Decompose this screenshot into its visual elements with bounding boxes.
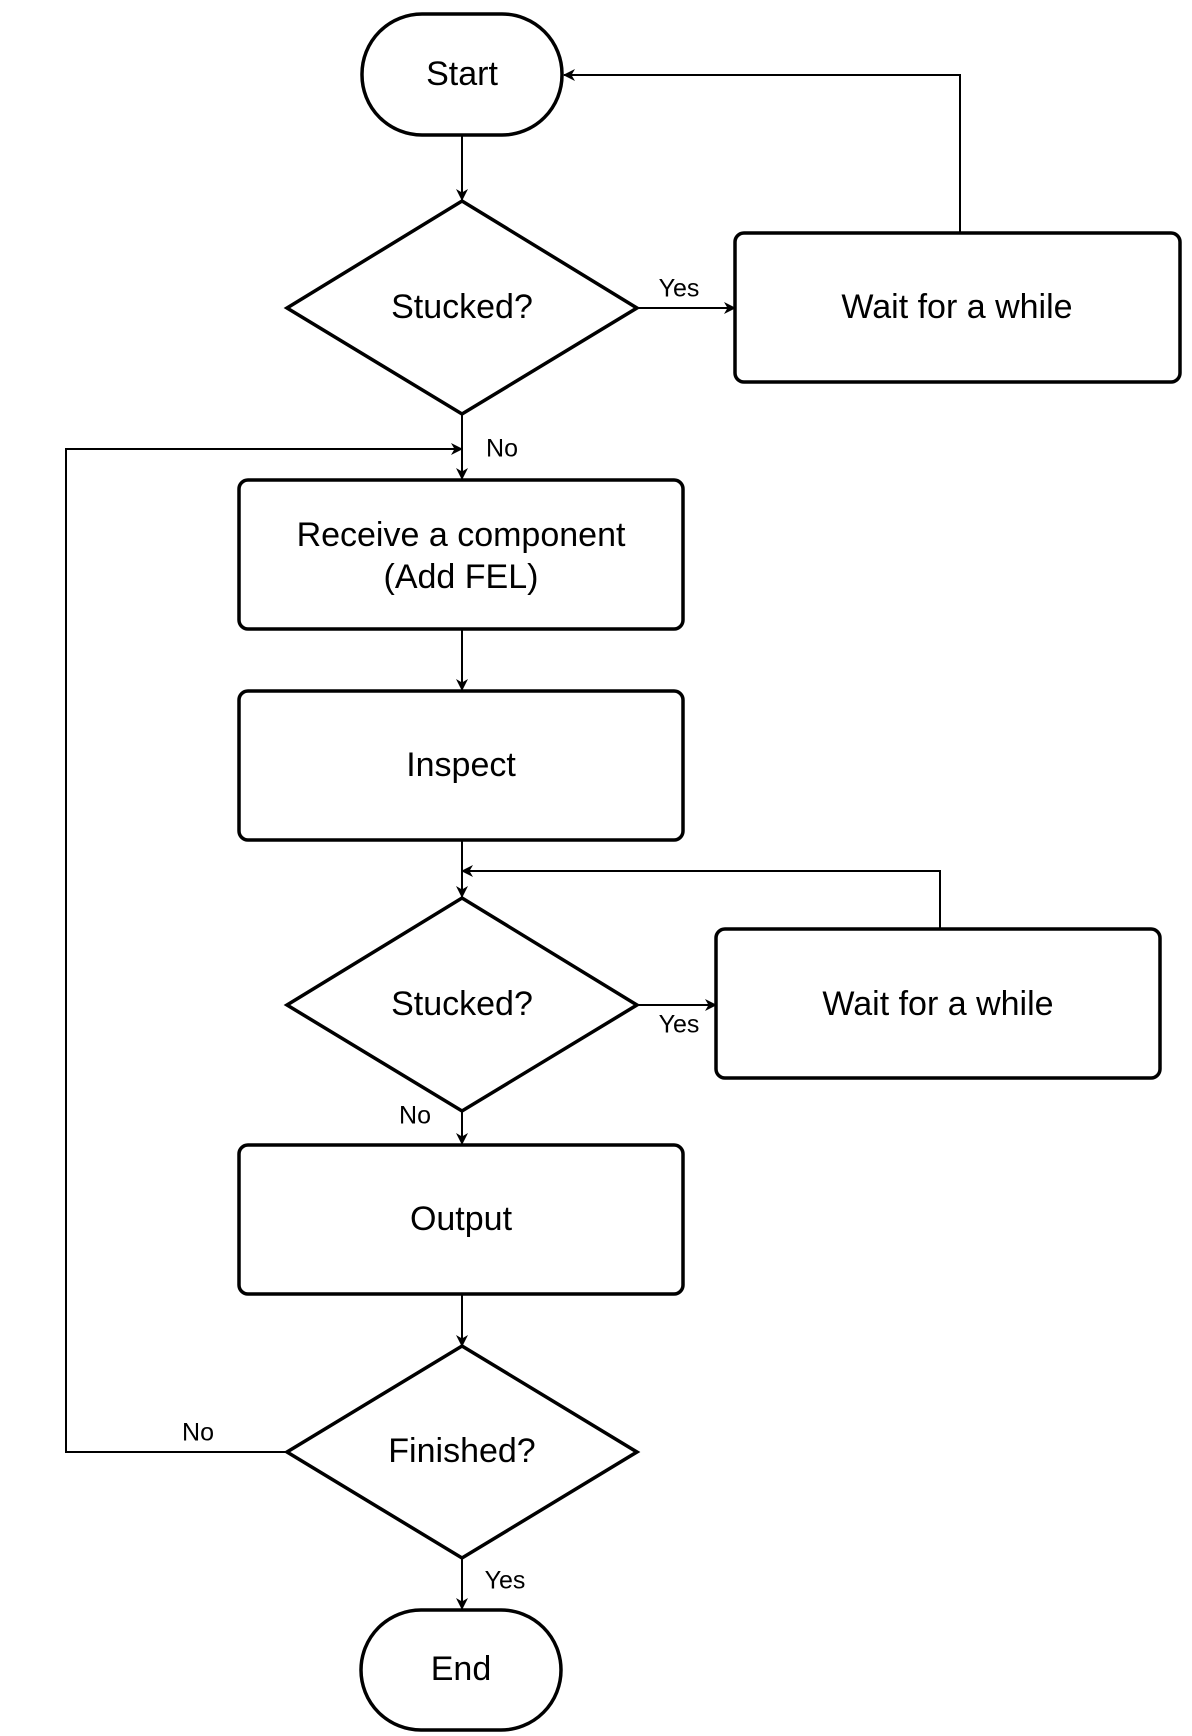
stuck-decision-2 [283, 895, 641, 1114]
start-label: Start [426, 55, 498, 93]
receive-component-sublabel: (Add FEL) [384, 558, 539, 596]
end-label: End [431, 1650, 492, 1688]
finished-no-label: No [182, 1419, 214, 1447]
stuck-2-yes-label: Yes [659, 1011, 700, 1039]
finished-decision-label: Finished? [388, 1432, 535, 1470]
wait-box-1 [733, 231, 1182, 384]
finished-decision [283, 1343, 641, 1561]
wait-box-1-label: Wait for a while [841, 288, 1072, 326]
inspect-box [237, 689, 685, 842]
stuck-1-yes-label: Yes [659, 275, 700, 303]
stuck-decision-2-label: Stucked? [391, 985, 533, 1023]
wait-box-2-label: Wait for a while [822, 985, 1053, 1023]
output-box [237, 1143, 685, 1296]
finished-yes-label: Yes [485, 1567, 526, 1595]
receive-component-box [237, 478, 685, 631]
edge-wait-2-to-stuck-2 [461, 865, 941, 929]
edge-finished-no-loop [65, 443, 463, 1453]
wait-box-2 [714, 927, 1162, 1080]
stuck-1-no-label: No [486, 435, 518, 463]
output-label: Output [410, 1200, 513, 1238]
stuck-decision-1 [283, 198, 641, 417]
stuck-decision-1-label: Stucked? [391, 288, 533, 326]
receive-component-label: Receive a component [297, 516, 626, 554]
stuck-2-no-label: No [399, 1102, 431, 1130]
end-terminal [359, 1608, 563, 1732]
edge-wait-1-to-start [563, 69, 961, 233]
start-terminal [360, 12, 564, 137]
inspect-label: Inspect [406, 746, 516, 784]
